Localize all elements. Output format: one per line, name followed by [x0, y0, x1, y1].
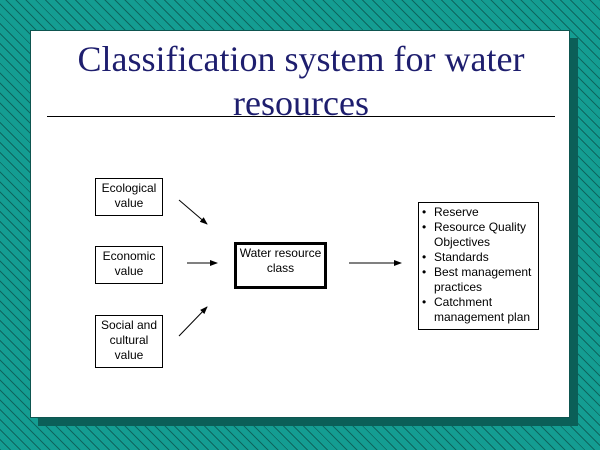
- outcome-item: • Resource Quality Objectives: [422, 220, 534, 250]
- bullet-icon: •: [422, 265, 427, 279]
- bullet-icon: •: [422, 205, 427, 219]
- bullet-icon: •: [422, 220, 427, 234]
- social-cultural-value-box: Social and cultural value: [95, 315, 163, 368]
- arrows-layer: [178, 199, 402, 337]
- outcome-item: • Catchment management plan: [422, 295, 534, 325]
- social-cultural-value-label-line: cultural: [109, 333, 149, 347]
- title-underline: [47, 116, 555, 117]
- ecological-to-class-arrow: [178, 199, 208, 225]
- bullet-icon: •: [422, 250, 427, 264]
- outcome-text-line: Objectives: [434, 235, 491, 249]
- slide: Classification system for water resource…: [30, 30, 570, 418]
- outcome-text-line: Best management: [434, 265, 532, 279]
- outcome-item: • Reserve: [422, 205, 534, 220]
- outcome-item: • Best management practices: [422, 265, 534, 295]
- social-to-class-arrow: [178, 306, 208, 337]
- social-cultural-value-label-line: Social and: [100, 318, 158, 332]
- water-resource-class-box: Water resource class: [234, 242, 327, 289]
- bullet-icon: •: [422, 295, 427, 309]
- economic-value-label-line: value: [114, 264, 144, 278]
- water-resource-class-label-line: Water resource: [239, 246, 322, 260]
- water-resource-class-label-line: class: [266, 261, 295, 275]
- outcome-text-line: management plan: [434, 310, 531, 324]
- outcome-text-line: practices: [434, 280, 483, 294]
- outcome-text-line: Standards: [434, 250, 489, 264]
- outcome-text-line: Resource Quality: [434, 220, 527, 234]
- outcome-text-line: Reserve: [434, 205, 479, 219]
- ecological-value-label-line: value: [114, 196, 144, 210]
- ecological-value-label-line: Ecological: [101, 181, 157, 195]
- outcome-item: • Standards: [422, 250, 534, 265]
- economic-value-label-line: Economic: [102, 249, 156, 263]
- outcomes-box: • Reserve • Resource Quality Objectives …: [418, 202, 539, 330]
- outcome-text-line: Catchment: [434, 295, 493, 309]
- economic-value-box: Economic value: [95, 246, 163, 284]
- slide-title: Classification system for water resource…: [77, 39, 525, 123]
- social-cultural-value-label-line: value: [114, 348, 144, 362]
- outcomes-list: • Reserve • Resource Quality Objectives …: [422, 205, 534, 325]
- ecological-value-box: Ecological value: [95, 178, 163, 216]
